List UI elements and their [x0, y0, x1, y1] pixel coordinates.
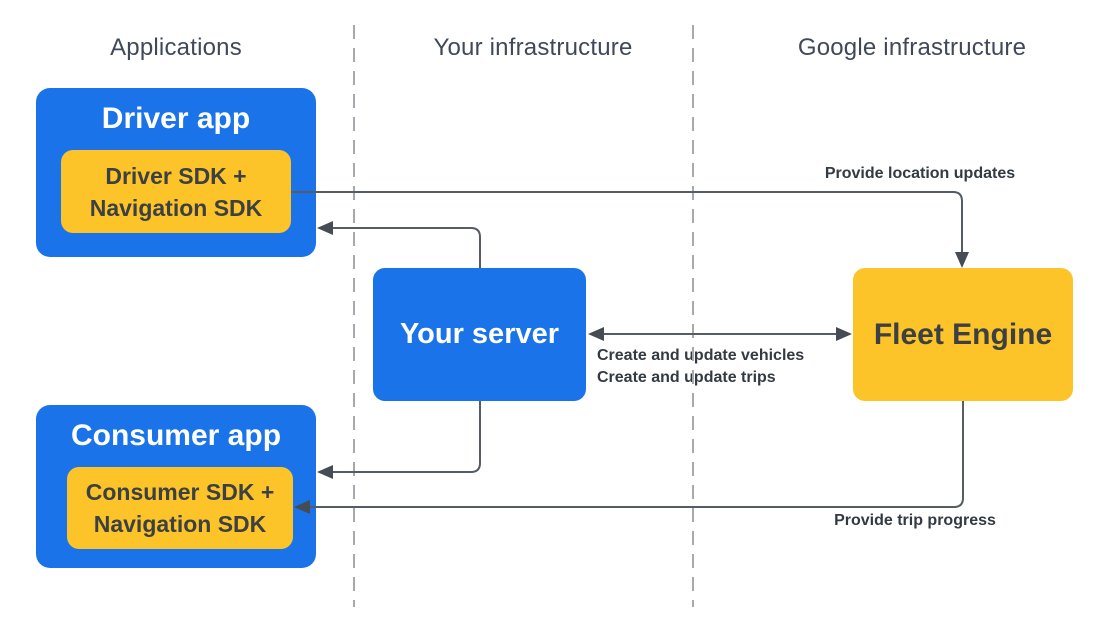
driver-app-node: Driver app Driver SDK + Navigation SDK	[36, 88, 316, 257]
fleet-engine-node: Fleet Engine	[853, 268, 1073, 401]
consumer-app-title: Consumer app	[70, 419, 282, 452]
arrow-server-to-consumer-head	[317, 465, 333, 479]
arrow-driver-to-fleet-head	[955, 252, 969, 268]
consumer-sdk-label-line2: Navigation SDK	[93, 511, 267, 537]
driver-app-title: Driver app	[101, 102, 251, 135]
consumer-sdk-node: Consumer SDK + Navigation SDK	[67, 467, 293, 549]
arrow-server-to-consumer	[331, 401, 481, 473]
consumer-app-node: Consumer app Consumer SDK + Navigation S…	[36, 405, 316, 568]
edge-label-provide-location-updates: Provide location updates	[824, 165, 1016, 182]
column-header-google-infrastructure: Google infrastructure	[797, 34, 1027, 61]
edge-label-create-update-vehicles: Create and update vehicles	[597, 347, 805, 364]
your-server-node: Your server	[373, 268, 586, 401]
driver-sdk-label-line1: Driver SDK +	[105, 162, 247, 189]
arrow-driver-to-fleet	[291, 191, 963, 256]
fleet-engine-title: Fleet Engine	[873, 317, 1053, 351]
arrow-server-to-driver	[331, 227, 481, 268]
consumer-sdk-label-line1: Consumer SDK +	[85, 479, 275, 505]
arrow-fleet-to-consumer	[308, 401, 964, 508]
column-header-applications: Applications	[110, 34, 242, 61]
edge-label-provide-trip-progress: Provide trip progress	[834, 512, 996, 529]
arrow-server-to-driver-head	[317, 221, 333, 235]
driver-sdk-label-line2: Navigation SDK	[89, 194, 263, 221]
driver-sdk-node: Driver SDK + Navigation SDK	[61, 150, 291, 233]
arrow-server-fleet-right-head	[836, 327, 852, 341]
your-server-title: Your server	[399, 318, 560, 350]
arrow-server-fleet-left-head	[588, 327, 604, 341]
column-header-your-infrastructure: Your infrastructure	[433, 34, 633, 61]
edge-label-create-update-trips: Create and update trips	[597, 369, 776, 386]
